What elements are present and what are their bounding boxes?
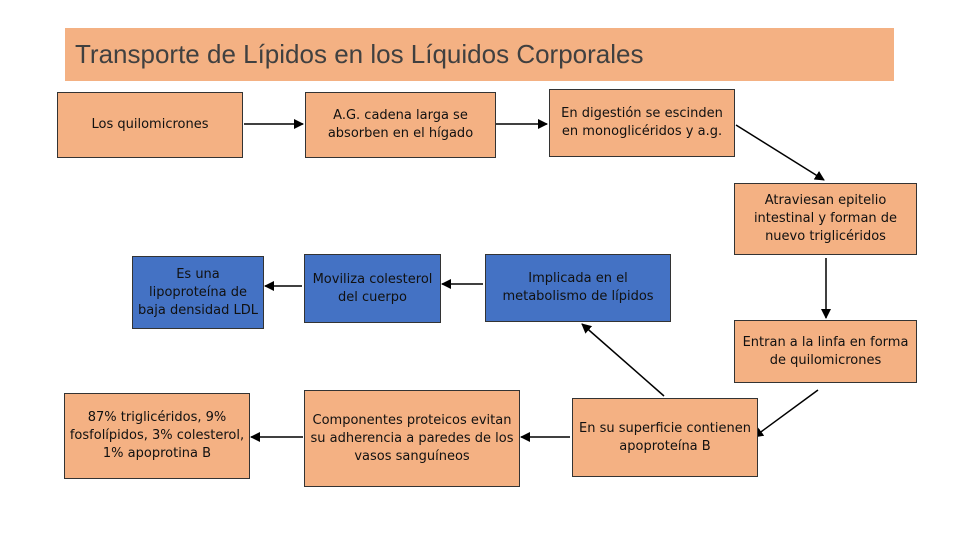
box-superficie: En su superficie contienen apoproteína B [572, 398, 758, 477]
box-atraviesan: Atraviesan epitelio intestinal y forman … [734, 183, 917, 255]
box-implicada-text: Implicada en el metabolismo de lípidos [502, 271, 654, 304]
box-implicada: Implicada en el metabolismo de lípidos [485, 254, 671, 322]
box-composicion: 87% triglicéridos, 9% fosfolípidos, 3% c… [64, 393, 250, 479]
box-moviliza: Moviliza colesterol del cuerpo [304, 254, 441, 323]
box-moviliza-text: Moviliza colesterol del cuerpo [312, 271, 433, 305]
arrow-linfa-to-superficie [753, 389, 819, 438]
box-componentes-text: Componentes proteicos evitan su adherenc… [310, 412, 514, 464]
box-ag-cadena-text: A.G. cadena larga se absorben en el híga… [327, 108, 474, 141]
box-linfa: Entran a la linfa en forma de quilomicro… [734, 320, 917, 383]
box-ldl-text: Es una lipoproteína de baja densidad LDL [138, 266, 258, 318]
box-componentes: Componentes proteicos evitan su adherenc… [304, 390, 520, 487]
box-atraviesan-text: Atraviesan epitelio intestinal y forman … [753, 193, 898, 244]
box-ag-cadena: A.G. cadena larga se absorben en el híga… [305, 92, 496, 158]
box-ldl: Es una lipoproteína de baja densidad LDL [132, 256, 264, 329]
box-quilomicrones-text: Los quilomicrones [91, 117, 209, 132]
box-superficie-text: En su superficie contienen apoproteína B [579, 420, 751, 454]
box-composicion-text: 87% triglicéridos, 9% fosfolípidos, 3% c… [69, 410, 245, 461]
title-banner: Transporte de Lípidos en los Líquidos Co… [65, 28, 894, 81]
arrow-digestion-to-atraviesan [735, 124, 825, 181]
page-title: Transporte de Lípidos en los Líquidos Co… [75, 39, 644, 69]
box-quilomicrones: Los quilomicrones [57, 92, 243, 158]
box-linfa-text: Entran a la linfa en forma de quilomicro… [742, 334, 909, 368]
arrow-superficie-to-implicada [581, 323, 665, 397]
box-digestion: En digestión se escinden en monoglicérid… [549, 89, 735, 157]
box-digestion-text: En digestión se escinden en monoglicérid… [561, 106, 723, 139]
